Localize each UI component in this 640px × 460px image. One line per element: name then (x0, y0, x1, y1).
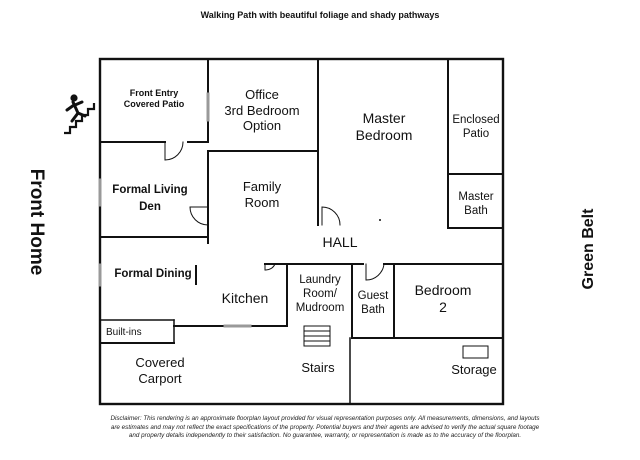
room-family-room: Family Room (243, 179, 281, 210)
person-climbing-stairs-icon (64, 94, 96, 135)
disclaimer: Disclaimer: This rendering is an approxi… (110, 415, 540, 439)
enclosed-patio-line-2: Patio (462, 127, 490, 140)
laundry-line-2: Room/ (303, 287, 337, 300)
master-bath-line-1: Master (458, 191, 494, 203)
laundry-line-1: Laundry (299, 274, 341, 286)
guest-bath-line-2: Bath (361, 303, 385, 316)
room-formal-dining: Formal Dining (114, 268, 192, 280)
formal-living-line-1: Formal Living (112, 184, 188, 196)
room-front-entry: Front Entry Covered Patio (124, 88, 185, 110)
carport-line-1: Covered (135, 355, 185, 370)
master-bedroom-line-1: Master (362, 110, 406, 126)
family-room-line-2: Room (244, 194, 280, 210)
family-room-line-1: Family (242, 179, 282, 194)
room-storage: Storage (451, 362, 497, 377)
room-office: Office 3rd Bedroom Option (224, 87, 299, 134)
laundry-line-3: Mudroom (295, 301, 345, 314)
office-line-3: Option (242, 118, 282, 134)
bedroom-2-line-1: Bedroom (414, 282, 472, 298)
room-kitchen: Kitchen (221, 290, 269, 306)
room-carport: Covered Carport (135, 355, 184, 386)
bedroom-2-line-2: 2 (439, 298, 447, 315)
formal-living-line-2: Den (139, 200, 161, 213)
top-caption: Walking Path with beautiful foliage and … (200, 10, 440, 20)
front-entry-line-1: Front Entry (129, 88, 179, 98)
room-formal-living: Formal Living Den (112, 182, 187, 215)
front-entry-line-2: Covered Patio (123, 98, 185, 109)
carport-line-2: Carport (138, 370, 182, 386)
room-hall: HALL (322, 234, 358, 250)
office-line-2: 3rd Bedroom (224, 102, 300, 118)
guest-bath-line-1: Guest (357, 290, 389, 302)
room-enclosed-patio: Enclosed Patio (452, 114, 499, 142)
room-bedroom-2: Bedroom 2 (415, 282, 472, 316)
office-line-1: Office (245, 87, 279, 102)
master-bedroom-line-2: Bedroom (355, 126, 413, 143)
room-master-bath: Master Bath (458, 191, 493, 219)
room-guest-bath: Guest Bath (358, 290, 389, 318)
room-stairs: Stairs (301, 360, 335, 375)
room-laundry: Laundry Room/ Mudroom (296, 274, 345, 315)
enclosed-patio-line-1: Enclosed (452, 114, 500, 126)
room-master-bedroom: Master Bedroom (356, 110, 413, 144)
master-bath-line-2: Bath (464, 204, 488, 217)
room-built-ins: Built-ins (106, 327, 142, 338)
